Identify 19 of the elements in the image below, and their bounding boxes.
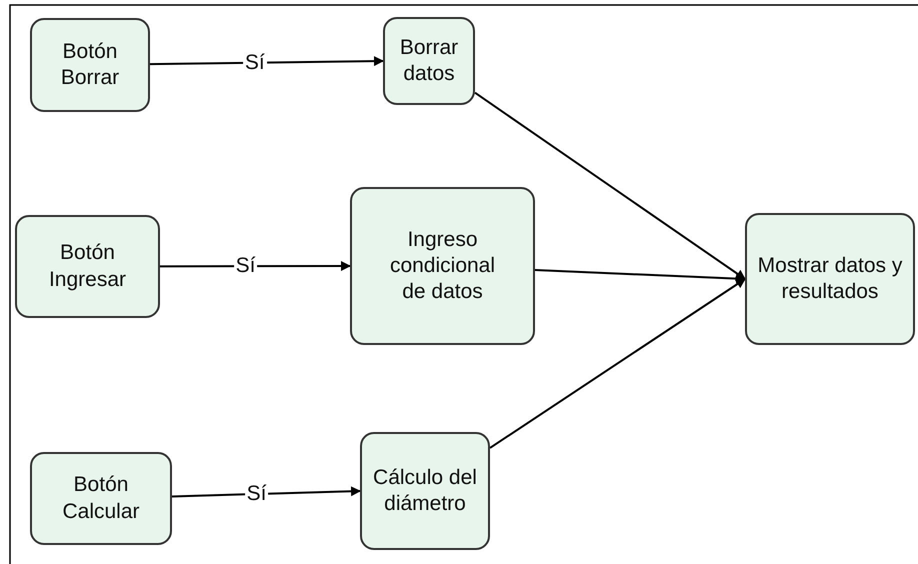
process-box	[350, 187, 535, 345]
box-label: Cálculo del diámetro	[372, 464, 478, 517]
process-box	[30, 18, 150, 112]
process-box	[360, 432, 490, 550]
box-label: Botón Ingresar	[48, 240, 128, 292]
box-label: Ingreso condicional de datos	[388, 226, 496, 306]
process-box	[745, 213, 915, 345]
process-box	[383, 17, 475, 105]
arrow	[489, 278, 746, 449]
box-label: Borrar datos	[398, 34, 460, 87]
box-label: Botón Calcular	[61, 472, 141, 524]
arrow	[160, 261, 351, 272]
arrow	[172, 486, 361, 498]
process-box	[15, 215, 160, 318]
arrow	[150, 56, 384, 66]
process-box	[30, 452, 172, 545]
box-label: Botón Borrar	[60, 38, 120, 91]
box-label: Mostrar datos y resultados	[756, 252, 904, 305]
arrow	[474, 92, 746, 280]
